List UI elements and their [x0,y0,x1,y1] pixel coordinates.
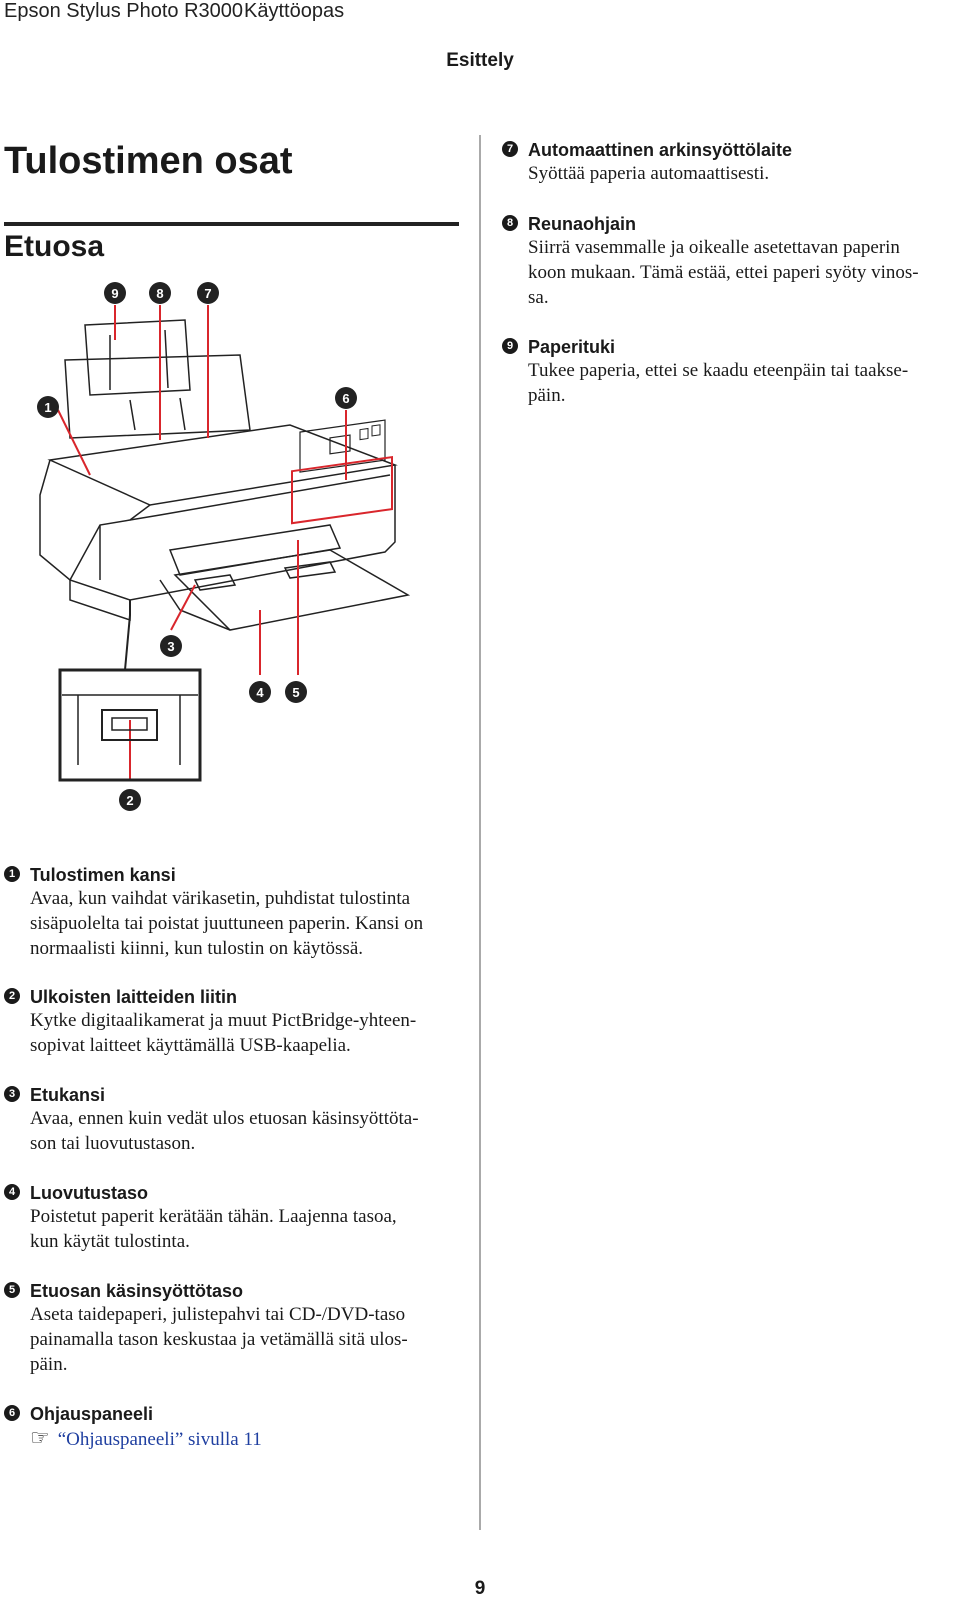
item-title: Ulkoisten laitteiden liitin [30,987,238,1007]
item-title: Luovutustaso [30,1183,149,1203]
item-desc-line: Syöttää paperia automaattisesti. [528,163,770,184]
callout-9: 9 [104,282,126,304]
item-title: Tulostimen kansi [30,865,176,885]
pointing-hand-icon: ☞ [30,1425,50,1450]
part-item-external-connector: 2 Ulkoisten laitteiden liitin Kytke digit… [4,986,444,1058]
usb-port-inset [58,600,202,782]
item-desc-line: Tukee paperia, ettei se kaadu eteenpäin … [528,360,909,381]
svg-text:5: 5 [292,685,299,700]
item-number: 4 [4,1184,20,1200]
control-panel [291,419,393,525]
item-desc-line: sa. [528,287,549,308]
header-manual-name: Käyttöopas [244,0,345,22]
printer-front-illustration: 9 8 7 1 6 3 4 5 2 [37,282,411,811]
callout-7: 7 [197,282,219,304]
item-desc-line: normaalisti kiinni, kun tulostin on käyt… [30,938,364,959]
callout-2: 2 [119,789,141,811]
svg-text:9: 9 [111,286,118,301]
paper-support-panel [84,319,191,396]
control-panel-link[interactable]: “Ohjauspaneeli” sivulla 11 [57,1429,262,1450]
usb-connector [101,709,158,741]
part-item-paper-support: 9 Paperituki Tukee paperia, ettei se kaad… [502,336,942,408]
section-title: Etuosa [4,230,105,263]
item-number: 6 [4,1405,20,1421]
column-divider [479,135,481,1530]
item-number: 5 [4,1282,20,1298]
part-item-control-panel: 6 Ohjauspaneeli ☞ “Ohjauspaneeli” sivulla … [4,1403,444,1453]
part-item-sheet-feeder: 7 Automaattinen arkinsyöttölaite Syöttää … [502,139,942,186]
part-item-front-cover: 3 Etukansi Avaa, ennen kuin vedät ulos et… [4,1084,444,1156]
callout-4: 4 [249,681,271,703]
callout-1: 1 [37,396,59,418]
item-title: Reunaohjain [528,214,637,234]
cross-reference[interactable]: ☞ “Ohjauspaneeli” sivulla 11 [30,1425,444,1453]
item-desc-line: Poistetut paperit kerätään tähän. Laajen… [30,1206,397,1227]
front-cover [168,524,342,576]
part-item-front-manual-feed: 5 Etuosan käsinsyöttötaso Aseta taidepape… [4,1280,444,1377]
printer-body-outline [39,459,396,601]
item-title: Etuosan käsinsyöttötaso [30,1281,244,1301]
item-number: 8 [502,215,518,231]
svg-text:3: 3 [167,639,174,654]
item-number: 3 [4,1086,20,1102]
item-desc-line: Aseta taidepaperi, julistepahvi tai CD-/… [30,1304,406,1325]
item-desc-line: sisäpuolelta tai poistat juuttuneen pape… [30,913,424,934]
item-title: Paperituki [528,337,616,357]
part-item-printer-cover: 1 Tulostimen kansi Avaa, kun vaihdat väri… [4,864,444,961]
header-product-name: Epson Stylus Photo R3000 [4,0,244,22]
sheet-feeder-panel [64,354,251,439]
callout-8: 8 [149,282,171,304]
item-number: 7 [502,141,518,157]
item-desc-line: Siirrä vasemmalle ja oikealle asetettava… [528,237,900,258]
item-desc-line: Kytke digitaalikamerat ja muut PictBridg… [30,1010,417,1031]
svg-text:6: 6 [342,391,349,406]
item-desc-line: Avaa, ennen kuin vedät ulos etuosan käsi… [30,1108,419,1129]
item-desc-line: painamalla tason keskustaa ja vetämällä … [30,1329,408,1350]
item-desc-line: päin. [528,385,566,406]
item-desc-line: koon mukaan. Tämä estää, ettei paperi sy… [528,262,919,283]
chapter-title: Esittely [446,50,514,71]
output-tray [173,549,411,631]
svg-text:7: 7 [204,286,211,301]
item-title: Automaattinen arkinsyöttölaite [528,140,793,160]
item-desc-line: son tai luovutustason. [30,1133,196,1154]
item-desc-line: kun käytät tulostinta. [30,1231,190,1252]
item-number: 1 [4,866,20,882]
page-title: Tulostimen osat [4,140,293,182]
callout-6: 6 [335,387,357,409]
item-number: 2 [4,988,20,1004]
item-desc-line: sopivat laitteet käyttämällä USB-kaapeli… [30,1035,351,1056]
svg-text:2: 2 [126,793,133,808]
callout-5: 5 [285,681,307,703]
item-title: Etukansi [30,1085,106,1105]
svg-text:4: 4 [256,685,264,700]
control-panel-highlight [291,455,393,525]
page-number: 9 [474,1578,486,1599]
item-desc-line: Avaa, kun vaihdat värikasetin, puhdistat… [30,888,411,909]
part-item-edge-guide: 8 Reunaohjain Siirrä vasemmalle ja oikeal… [502,213,942,310]
item-number: 9 [502,338,518,354]
part-item-output-tray: 4 Luovutustaso Poistetut paperit kerätään… [4,1182,444,1254]
svg-text:1: 1 [44,400,51,415]
item-desc-line: päin. [30,1354,68,1375]
title-rule [4,222,459,226]
callout-3: 3 [160,635,182,657]
item-title: Ohjauspaneeli [30,1404,154,1424]
svg-text:8: 8 [156,286,163,301]
